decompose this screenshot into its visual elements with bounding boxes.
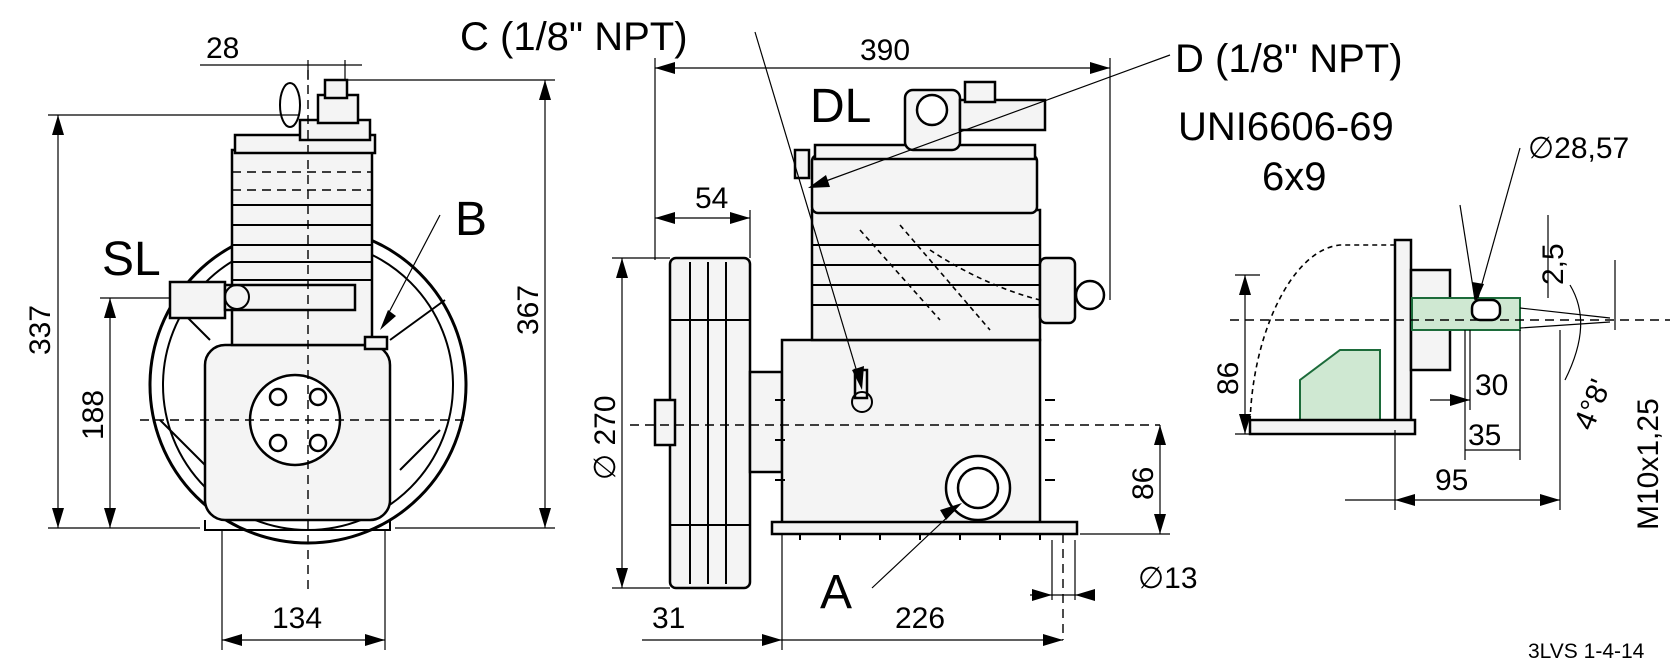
front-bolt-4	[308, 433, 328, 453]
detail-housing-outline	[1249, 244, 1396, 431]
side-dim-86: 86	[1127, 467, 1160, 500]
side-dim-270-line	[612, 257, 670, 589]
label-d: D (1/8" NPT)	[1175, 37, 1403, 81]
side-dim-390-line	[654, 58, 1111, 300]
front-dim-367: 367	[512, 285, 545, 335]
front-bolt-2	[308, 387, 328, 407]
side-base-feet	[799, 534, 1041, 540]
detail-flange	[1393, 238, 1413, 424]
detail-key	[1470, 298, 1502, 322]
detail-dim-taper: 4°8'	[1568, 375, 1618, 435]
side-dim-31-line	[642, 534, 783, 650]
front-suction-ring	[224, 284, 250, 310]
front-dim-367-line	[348, 79, 555, 529]
detail-dim-35-line	[1464, 330, 1521, 460]
detail-dim-thread: M10x1,25	[1632, 398, 1665, 530]
detail-dim-95: 95	[1435, 464, 1468, 497]
side-hidden-lines	[859, 224, 1041, 331]
side-fitting	[1038, 256, 1077, 325]
front-dim-28-line	[200, 60, 362, 80]
front-fins-dashed	[232, 171, 372, 191]
front-bolt-3	[268, 433, 288, 453]
shaft-detail: ∅28,57 2,5 86 30 35 95 4°8' M10x1,25	[1212, 132, 1670, 530]
front-pulley-spokes	[159, 299, 446, 471]
side-view: C (1/8" NPT) D (1/8" NPT) UNI6606-69 6x9…	[460, 15, 1403, 650]
label-c: C (1/8" NPT)	[460, 15, 688, 59]
detail-dim-86: 86	[1212, 362, 1245, 395]
front-dim-188: 188	[77, 390, 110, 440]
front-foot	[204, 520, 391, 531]
side-bolts	[775, 399, 1055, 481]
side-valve-eye	[915, 93, 949, 127]
detail-taper-lines	[1519, 307, 1611, 329]
detail-dim-86-line	[1235, 274, 1260, 435]
detail-base	[1248, 418, 1417, 436]
side-dim-13: ∅13	[1138, 562, 1198, 595]
key-standard: UNI6606-69	[1178, 105, 1394, 149]
side-fins	[812, 244, 1040, 306]
detail-dim-taper-arc	[1564, 284, 1582, 381]
front-suction-pipe	[168, 280, 227, 320]
side-plug-ring	[851, 391, 873, 413]
detail-dim-shaft-dia: ∅28,57	[1528, 132, 1629, 165]
label-sl: SL	[102, 233, 161, 286]
front-dim-134-line	[221, 530, 386, 650]
front-dim-188-line	[100, 297, 170, 528]
side-dim-270: ∅ 270	[589, 395, 622, 480]
side-cylinder	[810, 208, 1042, 342]
side-valve-pipe	[958, 98, 1047, 132]
detail-dim-95-line	[1345, 330, 1561, 510]
front-bolt-1	[268, 387, 288, 407]
side-fitting-ring	[1074, 279, 1106, 311]
front-valve-top	[316, 93, 360, 125]
leader-c	[754, 31, 861, 383]
side-dim-390: 390	[860, 34, 910, 67]
detail-leader-dia	[1477, 147, 1521, 299]
side-dim-31: 31	[652, 602, 685, 635]
front-valve-cap	[323, 78, 349, 100]
label-dl: DL	[810, 80, 871, 133]
side-dim-13-line	[1030, 540, 1090, 600]
side-port-a-inner	[956, 466, 1000, 510]
side-valve-nut	[963, 80, 997, 104]
front-fins	[232, 204, 372, 281]
front-dim-28: 28	[206, 32, 239, 65]
front-plug-b	[363, 335, 389, 351]
side-dim-226: 226	[895, 602, 945, 635]
side-pulley	[668, 256, 752, 590]
side-pulley-hub	[748, 370, 784, 474]
leader-d	[814, 54, 1171, 186]
side-dim-54: 54	[695, 182, 728, 215]
detail-leader-2	[1459, 204, 1476, 301]
side-pulley-edges	[670, 319, 750, 526]
side-key	[653, 398, 677, 447]
front-dim-337: 337	[24, 305, 57, 355]
front-dim-337-line	[48, 114, 300, 529]
label-b: B	[455, 193, 487, 246]
side-head	[810, 153, 1039, 215]
front-view: 28 337 188 367 134 SL B	[24, 32, 555, 650]
drawing-code: 3LVS 1-4-14	[1528, 640, 1645, 661]
front-ring-eye	[279, 82, 301, 128]
front-dim-134: 134	[272, 602, 322, 635]
leader-b	[384, 214, 441, 321]
front-cylinder-block	[230, 148, 374, 347]
detail-shaft	[1411, 297, 1521, 331]
detail-dim-key-depth: 2,5	[1537, 243, 1570, 285]
label-a: A	[820, 566, 852, 619]
side-base	[770, 520, 1079, 536]
leader-a	[871, 509, 956, 589]
detail-section-hatch	[1299, 349, 1381, 421]
key-size: 6x9	[1262, 155, 1327, 199]
side-pulley-grooves	[689, 262, 727, 584]
detail-dim-30: 30	[1475, 369, 1508, 402]
detail-dim-35: 35	[1468, 419, 1501, 452]
